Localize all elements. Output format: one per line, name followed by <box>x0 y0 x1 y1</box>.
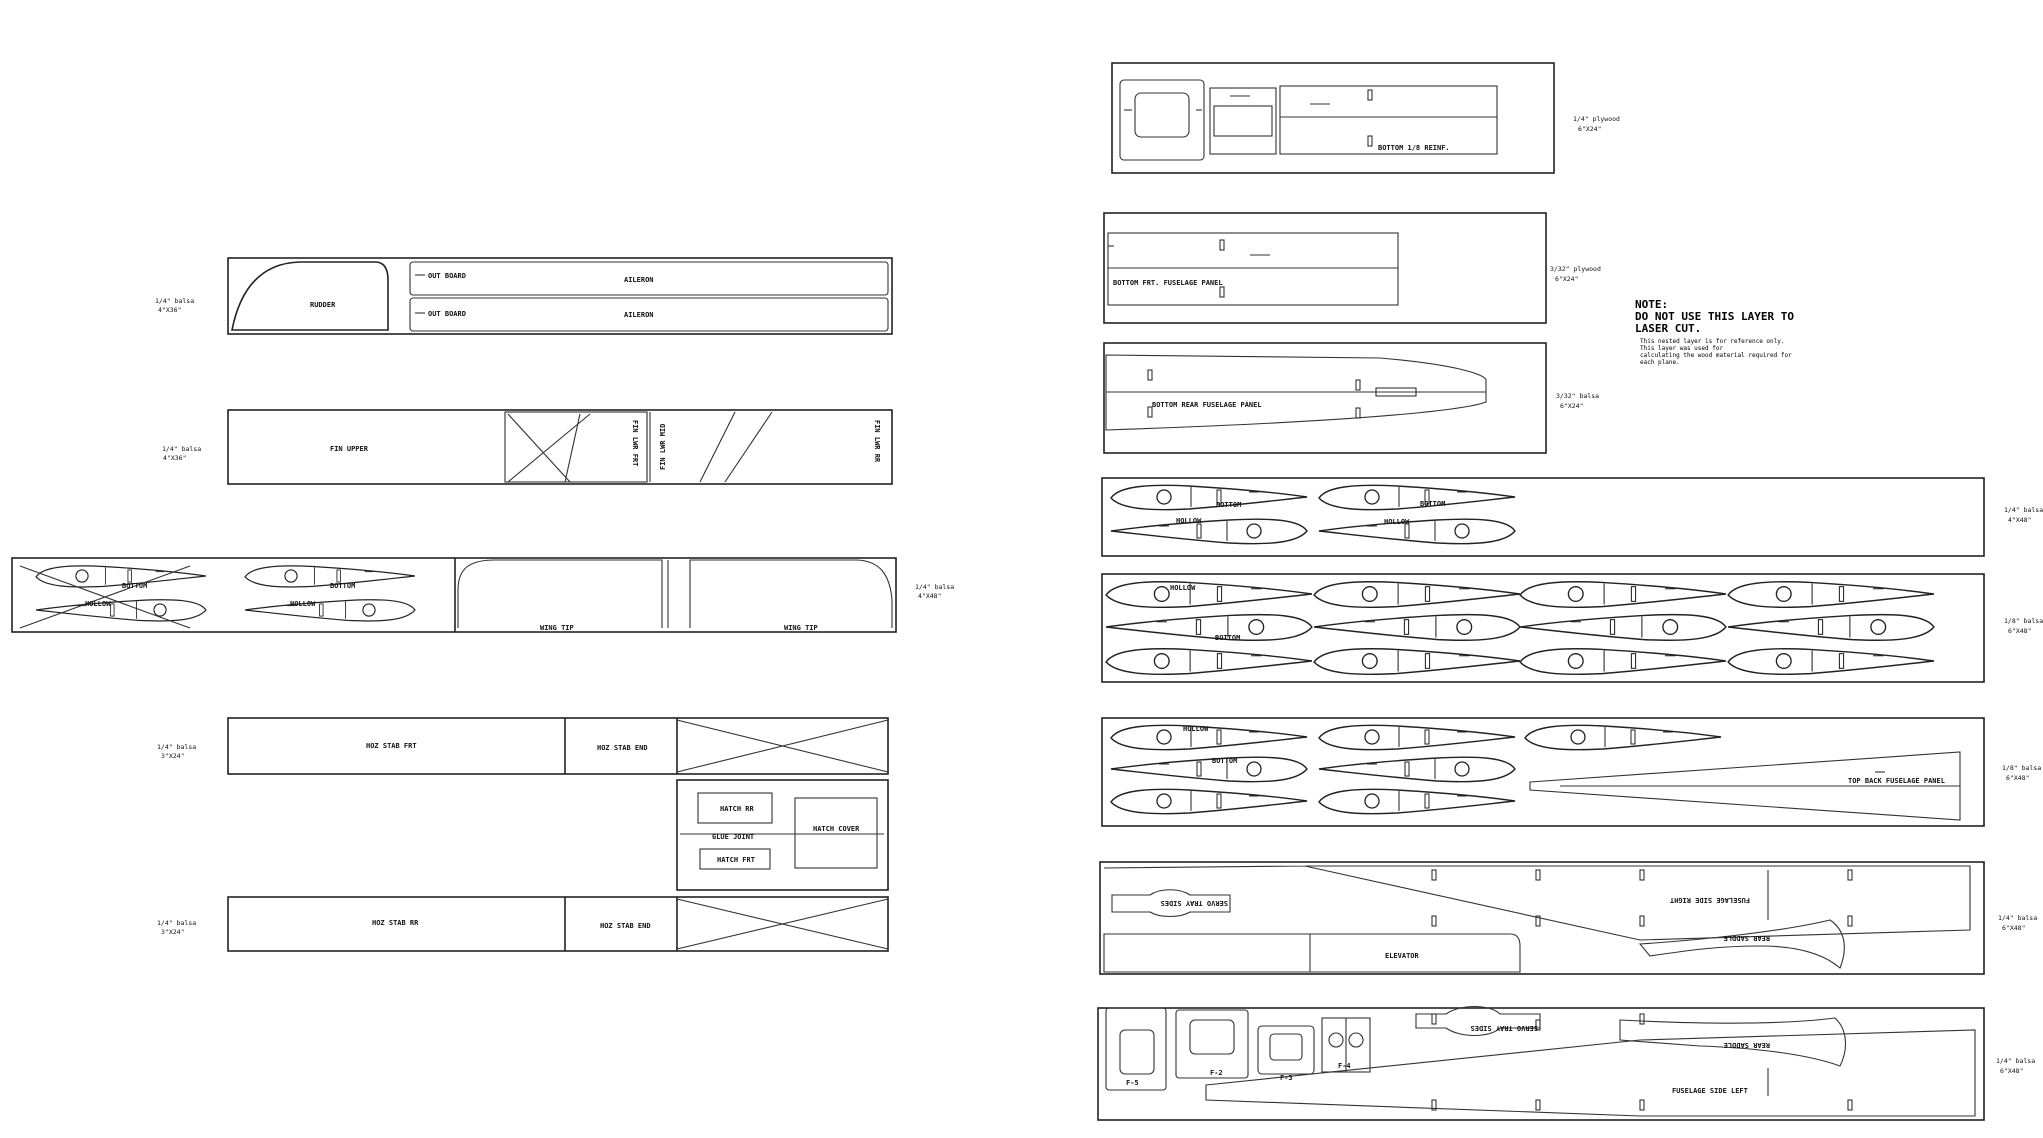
material-label-sheet5-a: 1/4" balsa <box>157 919 196 927</box>
sheet-bottom-rear-panel: BOTTOM REAR FUSELAGE PANEL 3/32" balsa 6… <box>1103 342 1599 454</box>
material-label-sheet5-b: 3"X24" <box>161 928 184 936</box>
material-label-ply3-b: 6"X24" <box>1560 402 1583 410</box>
sheet-ribs-3-top-back-panel: HOLLOW BOTTOM TOP BACK FUSELAGE PANEL 1/… <box>1101 717 2041 827</box>
material-label-side-left-b: 6"X48" <box>2000 1067 2023 1075</box>
hollow-rib-label-1: HOLLOW <box>85 600 111 608</box>
hoz-stab-end-label-1: HOZ STAB END <box>597 744 648 752</box>
ribs1-hollow-label-1: HOLLOW <box>1176 517 1202 525</box>
fin-lwr-rr-label: FIN LWR RR <box>873 420 881 463</box>
sheet-hoz-stab-front-hatch: HOZ STAB FRT HOZ STAB END HATCH RR GLUE … <box>157 717 889 891</box>
rear-saddle-label-left: REAR SADDLE <box>1724 1041 1770 1049</box>
material-label-ribs1-a: 1/4" balsa <box>2004 506 2043 514</box>
material-label-sheet4-b: 3"X24" <box>161 752 184 760</box>
note-title-2: DO NOT USE THIS LAYER TO <box>1635 310 1794 323</box>
sheet-bottom-front-panel: BOTTOM FRT. FUSELAGE PANEL 3/32" plywood… <box>1103 212 1601 324</box>
bottom-rib-label-1: BOTTOM <box>122 582 147 590</box>
material-label-side-right-b: 6"X48" <box>2002 924 2025 932</box>
ribs2-bottom-label: BOTTOM <box>1215 634 1240 642</box>
material-label-ribs3-a: 1/8" balsa <box>2002 764 2041 772</box>
ribs1-bottom-label-2: BOTTOM <box>1420 500 1445 508</box>
hoz-stab-end-label-2: HOZ STAB END <box>600 922 651 930</box>
sheet-wing-ribs-tips: BOTTOM BOTTOM HOLLOW HOLLOW WING TIP WIN… <box>11 557 954 633</box>
sheet-ribs-2: HOLLOW BOTTOM 1/8" balsa 6"X48" <box>1101 573 2043 683</box>
material-label-side-right-a: 1/4" balsa <box>1998 914 2037 922</box>
sheet-rudder-ailerons: RUDDER OUT BOARD AILERON OUT BOARD AILER… <box>155 257 893 335</box>
wing-tip-label-2: WING TIP <box>784 624 818 632</box>
material-label-ply3-a: 3/32" balsa <box>1556 392 1599 400</box>
servo-tray-label-right: SERVO TRAY SIDES <box>1161 899 1228 907</box>
material-label-ply2-b: 6"X24" <box>1555 275 1578 283</box>
hatch-frt-label: HATCH FRT <box>717 856 755 864</box>
sheet-fuselage-side-left: FUSELAGE SIDE LEFT SERVO TRAY SIDES REAR… <box>1097 1005 2035 1121</box>
rear-saddle-label-right: REAR SADDLE <box>1724 934 1770 942</box>
glue-joint-label: GLUE JOINT <box>712 833 754 841</box>
wing-tip-label-1: WING TIP <box>540 624 574 632</box>
fin-upper-label: FIN UPPER <box>330 445 369 453</box>
former-f5-label: F-5 <box>1126 1079 1139 1087</box>
material-label-ply1-b: 6"X24" <box>1578 125 1601 133</box>
material-label-sheet2-b: 4"X36" <box>163 454 186 462</box>
outboard-label-2: OUT BOARD <box>428 310 466 318</box>
sheet-ribs-1: BOTTOM BOTTOM HOLLOW HOLLOW 1/4" balsa 4… <box>1101 477 2043 557</box>
ribs3-hollow-label: HOLLOW <box>1183 725 1209 733</box>
material-label-sheet3-b: 4"X48" <box>918 592 941 600</box>
sheet-fin: FIN UPPER FIN LWR FRT FIN LWR MID FIN LW… <box>162 409 893 485</box>
material-label-sheet2-a: 1/4" balsa <box>162 445 201 453</box>
sheet-plywood-bottom-reinf: BOTTOM 1/8 REINF. 1/4" plywood 6"X24" <box>1111 62 1620 174</box>
former-f3-label: F-3 <box>1280 1074 1293 1082</box>
ribs2-hollow-label: HOLLOW <box>1170 584 1196 592</box>
outboard-label-1: OUT BOARD <box>428 272 466 280</box>
hoz-stab-rr-label: HOZ STAB RR <box>372 919 419 927</box>
material-label-sheet3-a: 1/4" balsa <box>915 583 954 591</box>
hatch-cover-label: HATCH COVER <box>813 825 860 833</box>
note-line-2: This layer was used for <box>1640 345 1723 352</box>
ribs1-bottom-label-1: BOTTOM <box>1216 501 1241 509</box>
fuselage-side-right-label: FUSELAGE SIDE RIGHT <box>1670 896 1750 904</box>
bottom-rib-label-2: BOTTOM <box>330 582 355 590</box>
note-line-4: each plane. <box>1640 359 1680 366</box>
material-label-sheet1-a: 1/4" balsa <box>155 297 194 305</box>
rudder-label: RUDDER <box>310 301 336 309</box>
hollow-rib-label-2: HOLLOW <box>290 600 316 608</box>
former-f2-label: F-2 <box>1210 1069 1223 1077</box>
reference-note: NOTE: DO NOT USE THIS LAYER TO LASER CUT… <box>1635 298 1794 366</box>
material-label-side-left-a: 1/4" balsa <box>1996 1057 2035 1065</box>
material-label-ribs2-a: 1/8" balsa <box>2004 617 2043 625</box>
note-title-1: NOTE: <box>1635 298 1668 311</box>
material-label-ribs1-b: 4"X48" <box>2008 516 2031 524</box>
bottom-reinf-label: BOTTOM 1/8 REINF. <box>1378 144 1450 152</box>
servo-tray-label-left: SERVO TRAY SIDES <box>1471 1024 1538 1032</box>
elevator-label: ELEVATOR <box>1385 952 1420 960</box>
bottom-rear-panel-label: BOTTOM REAR FUSELAGE PANEL <box>1152 401 1262 409</box>
sheet-hoz-stab-rear: HOZ STAB RR HOZ STAB END 1/4" balsa 3"X2… <box>157 896 889 952</box>
fin-lwr-frt-label: FIN LWR FRT <box>631 420 639 466</box>
material-label-sheet1-b: 4"X36" <box>158 306 181 314</box>
material-label-sheet4-a: 1/4" balsa <box>157 743 196 751</box>
top-back-panel-label: TOP BACK FUSELAGE PANEL <box>1848 777 1945 785</box>
fuselage-side-left-label: FUSELAGE SIDE LEFT <box>1672 1087 1748 1095</box>
aileron-label-2: AILERON <box>624 311 654 319</box>
hatch-rr-label: HATCH RR <box>720 805 755 813</box>
note-line-1: This nested layer is for reference only. <box>1640 338 1785 345</box>
fin-lwr-mid-label: FIN LWR MID <box>659 424 667 470</box>
hoz-stab-frt-label: HOZ STAB FRT <box>366 742 417 750</box>
former-f4-label: F-4 <box>1338 1062 1351 1070</box>
material-label-ply2-a: 3/32" plywood <box>1550 265 1601 273</box>
note-line-3: calculating the wood material required f… <box>1640 352 1792 359</box>
sheet-fuselage-side-right: FUSELAGE SIDE RIGHT SERVO TRAY SIDES REA… <box>1099 861 2037 975</box>
ribs1-hollow-label-2: HOLLOW <box>1384 518 1410 526</box>
material-label-ply1-a: 1/4" plywood <box>1573 115 1620 123</box>
material-label-ribs2-b: 6"X48" <box>2008 627 2031 635</box>
bottom-frt-panel-label: BOTTOM FRT. FUSELAGE PANEL <box>1113 279 1223 287</box>
ribs3-bottom-label: BOTTOM <box>1212 757 1237 765</box>
material-label-ribs3-b: 6"X48" <box>2006 774 2029 782</box>
aileron-label-1: AILERON <box>624 276 654 284</box>
note-title-3: LASER CUT. <box>1635 322 1701 335</box>
